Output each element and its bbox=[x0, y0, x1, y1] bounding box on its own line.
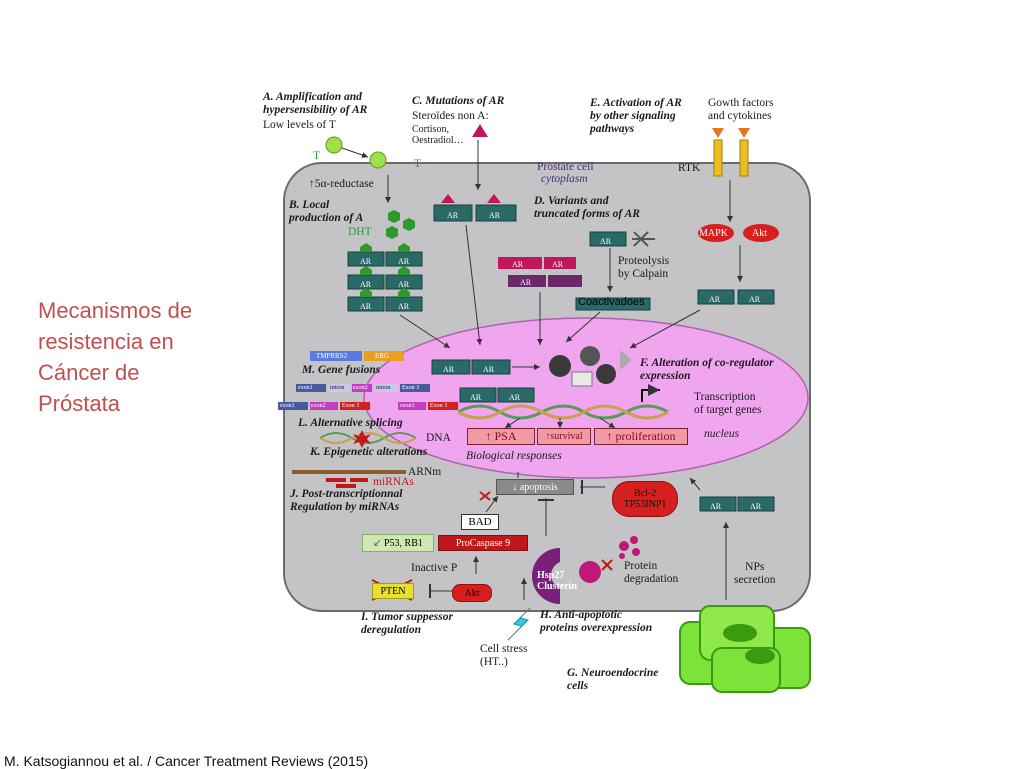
ar-label: AR bbox=[483, 365, 495, 374]
apoptosis-box: ↓ apoptosis bbox=[496, 479, 574, 495]
akt-oval-lower: Akt bbox=[452, 584, 492, 602]
arnm-label: ARNm bbox=[408, 466, 442, 478]
label-c-list: Cortison, Oestradiol… bbox=[412, 124, 464, 146]
rtk-label: RTK bbox=[678, 162, 701, 174]
intron-label: intron bbox=[330, 385, 345, 391]
psa-box: ↑ PSA bbox=[467, 428, 535, 445]
ar-label: AR bbox=[443, 365, 455, 374]
t-left: T bbox=[313, 150, 321, 162]
proteolysis-label: Proteolysis by Calpain bbox=[618, 255, 670, 280]
ar-label: AR bbox=[360, 302, 372, 311]
ar-label: AR bbox=[750, 502, 762, 511]
exon3-label: Exon 3 bbox=[402, 385, 420, 391]
exon1-label: exon1 bbox=[400, 403, 415, 409]
label-c: C. Mutations of AR bbox=[412, 95, 505, 107]
erg-label: ERG bbox=[375, 352, 389, 360]
label-i: I. Tumor suppessor deregulation bbox=[361, 611, 453, 636]
dht-label: DHT bbox=[348, 226, 372, 238]
coactivadores-label: Coactivadoes bbox=[578, 296, 645, 308]
nps-label: NPs secretion bbox=[734, 561, 776, 586]
ar-label: AR bbox=[512, 260, 524, 269]
label-m: M. Gene fusions bbox=[302, 364, 381, 376]
ar-label: AR bbox=[709, 295, 721, 304]
ar-label: AR bbox=[360, 257, 372, 266]
label-b: B. Local production of A bbox=[289, 199, 364, 224]
ar-label: AR bbox=[398, 302, 410, 311]
survival-label: survival bbox=[550, 431, 583, 442]
dht-hexagons bbox=[386, 210, 415, 239]
ar-label: AR bbox=[710, 502, 722, 511]
label-k: K. Epigenetic alterations bbox=[310, 446, 428, 458]
ar-label: AR bbox=[600, 237, 612, 246]
steroid-triangle bbox=[472, 124, 488, 137]
ar-label: AR bbox=[749, 295, 761, 304]
exon3-label: Exon 3 bbox=[342, 403, 360, 409]
protein-degradation-label: Protein degradation bbox=[624, 560, 679, 585]
label-a: A. Amplification and hypersensibility of… bbox=[263, 91, 368, 116]
biological-responses-label: Biological responses bbox=[466, 450, 562, 462]
label-g: G. Neuroendocrine cells bbox=[567, 667, 659, 692]
testosterone-sphere-left bbox=[325, 136, 343, 154]
proliferation-box: ↑ proliferation bbox=[594, 428, 688, 445]
exon3-label: Exon 3 bbox=[430, 403, 448, 409]
akt-oval bbox=[743, 224, 779, 242]
inactive-p-label: Inactive P bbox=[411, 562, 458, 574]
mirnas-label: miRNAs bbox=[373, 476, 414, 488]
ar-label: AR bbox=[509, 393, 521, 402]
label-l: L. Alternative splicing bbox=[298, 417, 403, 429]
hsp27-clusterin-shape bbox=[532, 548, 560, 604]
slide-title: Mecanismos de resistencia en Cáncer de P… bbox=[38, 298, 193, 416]
ar-label: AR bbox=[398, 257, 410, 266]
label-j: J. Post-transcriptionnal Regulation by m… bbox=[290, 488, 403, 513]
citation: M. Katsogiannou et al. / Cancer Treatmen… bbox=[4, 753, 369, 769]
ar-label: AR bbox=[398, 280, 410, 289]
intron-label: intron bbox=[376, 385, 391, 391]
growth-label: Gowth factors and cytokines bbox=[708, 97, 774, 122]
testosterone-sphere-right bbox=[369, 151, 387, 169]
mapk-label: MAPK bbox=[699, 228, 728, 239]
p53-box: ↙ P53, RB1 bbox=[362, 534, 434, 552]
ar-label: AR bbox=[447, 211, 459, 220]
procaspase-box: ProCaspase 9 bbox=[438, 535, 528, 551]
exon1-label: exon1 bbox=[280, 403, 295, 409]
ar-label: AR bbox=[489, 211, 501, 220]
exon2-label: exon2 bbox=[311, 403, 326, 409]
transcription-label: Transcription of target genes bbox=[694, 391, 762, 416]
t-right: T bbox=[414, 158, 422, 170]
bad-box: BAD bbox=[461, 514, 499, 530]
exon1-label: exon1 bbox=[298, 385, 313, 391]
label-h: H. Anti-apoptotic proteins overexpressio… bbox=[540, 609, 653, 634]
nucleus-label: nucleus bbox=[704, 428, 740, 440]
ar-label: AR bbox=[520, 278, 532, 287]
co-regulators bbox=[549, 346, 632, 387]
mapk-oval bbox=[698, 224, 734, 242]
label-a-sub: Low levels of T bbox=[263, 119, 336, 131]
p53-label: P53, RB1 bbox=[383, 537, 423, 549]
ar-stack-b bbox=[347, 251, 423, 312]
label-c-sub: Steroïdes non A: bbox=[412, 110, 489, 122]
tmprss2-label: TMPRRS2 bbox=[316, 352, 348, 360]
cell-label: Prostate cell bbox=[537, 161, 594, 173]
neuroendocrine-cells bbox=[679, 605, 811, 693]
label-d: D. Variants and truncated forms of AR bbox=[534, 195, 640, 220]
ar-label: AR bbox=[360, 280, 372, 289]
hsp-label: Hsp27 Clusterin bbox=[537, 570, 577, 592]
bcl2-oval: Bcl-2 TP53INP1 bbox=[612, 481, 678, 517]
cytoplasm-label: cytoplasm bbox=[541, 173, 588, 185]
apoptosis-label: apoptosis bbox=[519, 481, 558, 493]
label-f: F. Alteration of co-regulator expression bbox=[640, 357, 774, 382]
reductase: ↑5α-reductase bbox=[309, 178, 374, 190]
label-e: E. Activation of AR by other signaling p… bbox=[590, 97, 682, 135]
ar-label: AR bbox=[552, 260, 564, 269]
proliferation-label: proliferation bbox=[615, 429, 676, 443]
survival-box: ↑survival bbox=[537, 428, 591, 445]
cell-stress-label: Cell stress (HT..) bbox=[480, 643, 528, 668]
psa-label: PSA bbox=[494, 429, 517, 443]
ar-label: AR bbox=[470, 393, 482, 402]
exon2-label: exon2 bbox=[353, 385, 368, 391]
akt-label: Akt bbox=[752, 228, 767, 239]
pten-box: PTEN bbox=[372, 583, 414, 599]
dna-label: DNA bbox=[426, 432, 451, 444]
